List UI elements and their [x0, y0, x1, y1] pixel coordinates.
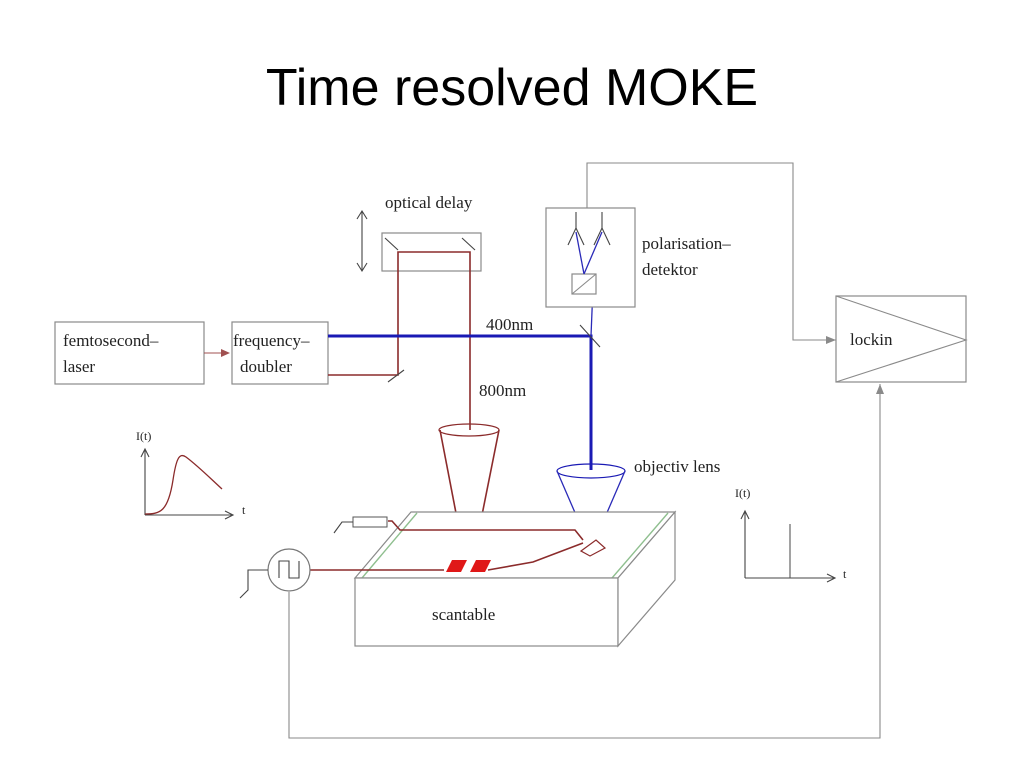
polarisation-detector: polarisation– detektor: [545, 207, 731, 308]
frequency-doubler-label-1: frequency–: [233, 331, 310, 350]
laser-output-arrow: [221, 349, 230, 357]
lockin-amplifier: lockin: [835, 295, 968, 383]
polarisation-label-1: polarisation–: [642, 234, 731, 253]
intensity-plot-pump: I(t) t: [136, 429, 246, 520]
femtosecond-laser-label-2: laser: [63, 357, 95, 376]
reference-wire: [288, 384, 881, 739]
pulse-generator: [239, 548, 311, 599]
label-800nm: 800nm: [479, 381, 526, 400]
lockin-input-arrow: [826, 336, 836, 344]
optical-delay-label: optical delay: [385, 193, 473, 212]
stripline: [310, 516, 607, 572]
pump-beam-800nm: 800nm: [328, 251, 526, 566]
intensity-plot-signal: I(t) t: [735, 486, 847, 583]
plot1-x-label: t: [242, 503, 246, 517]
polarisation-label-2: detektor: [642, 260, 698, 279]
femtosecond-laser-label-1: femtosecond–: [63, 331, 159, 350]
label-400nm: 400nm: [486, 315, 533, 334]
objectiv-lens-label: objectiv lens: [634, 457, 720, 476]
sample-pad-left: [446, 560, 467, 572]
plot1-y-label: I(t): [136, 429, 151, 443]
plot2-x-label: t: [843, 567, 847, 581]
slide-title: Time resolved MOKE: [265, 59, 759, 117]
signal-wires: [288, 162, 884, 739]
frequency-doubler: frequency– doubler: [231, 321, 329, 385]
femtosecond-laser: femtosecond– laser: [54, 321, 205, 385]
detector-to-lockin-wire: [586, 162, 836, 341]
optical-delay: optical delay: [356, 193, 482, 273]
scantable: scantable: [353, 510, 677, 648]
plot2-y-label: I(t): [735, 486, 750, 500]
frequency-doubler-label-2: doubler: [240, 357, 292, 376]
reference-arrow: [876, 384, 884, 394]
lockin-label: lockin: [850, 330, 893, 349]
sample-pad-right: [470, 560, 491, 572]
scantable-label: scantable: [432, 605, 495, 624]
